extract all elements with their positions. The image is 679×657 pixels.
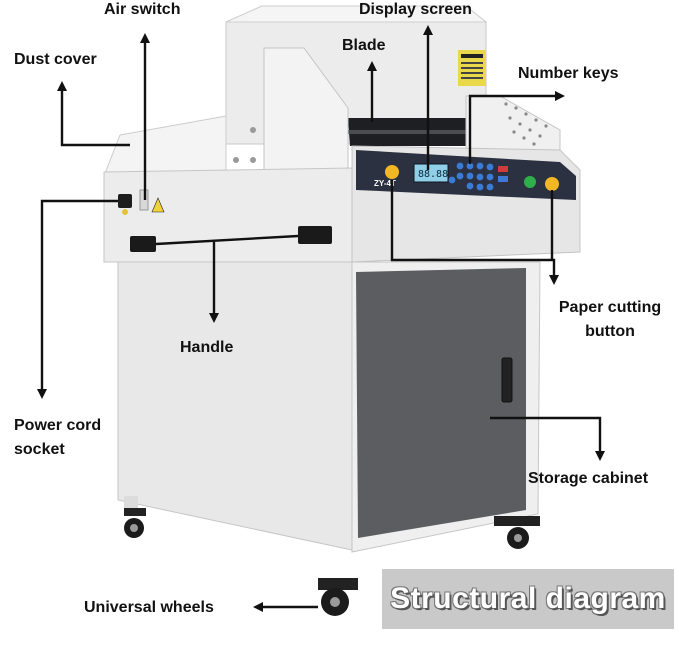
label-handle: Handle bbox=[180, 339, 234, 356]
display-screen bbox=[413, 163, 449, 183]
control-panel bbox=[356, 150, 576, 200]
cabinet-side bbox=[117, 261, 353, 551]
label-blade: Blade bbox=[342, 37, 386, 54]
paper-cutting-button bbox=[545, 177, 559, 191]
power-cord-arrow bbox=[37, 199, 118, 399]
handle-right bbox=[298, 226, 332, 244]
handle-line bbox=[155, 234, 299, 246]
banner-title: Structural diagram bbox=[390, 582, 666, 615]
display-digits: 88.88 bbox=[418, 169, 448, 180]
storage-cabinet-door bbox=[356, 268, 526, 538]
side-guard bbox=[263, 47, 349, 185]
label-air-switch: Air switch bbox=[104, 1, 181, 18]
knob-left bbox=[385, 165, 399, 179]
handle-left bbox=[130, 236, 156, 252]
green-button bbox=[524, 176, 536, 188]
panel-brand: ZY-4T bbox=[374, 179, 396, 188]
label-power-cord-socket: Power cord socket bbox=[14, 416, 101, 460]
label-power-cord-line2: socket bbox=[14, 441, 65, 458]
dust-cover-arrow bbox=[57, 81, 130, 147]
label-universal-wheels: Universal wheels bbox=[84, 599, 214, 616]
label-paper-cutting-line1: Paper cutting bbox=[558, 299, 662, 316]
label-paper-cutting-line2: button bbox=[585, 323, 635, 340]
label-dust-cover: Dust cover bbox=[14, 51, 97, 68]
label-number-keys: Number keys bbox=[518, 65, 619, 82]
power-cord-socket bbox=[118, 194, 132, 208]
wheel-left bbox=[124, 508, 146, 538]
label-power-cord-line1: Power cord bbox=[14, 417, 102, 434]
label-paper-cutting-button: Paper cutting button bbox=[546, 298, 674, 342]
door-handle bbox=[501, 357, 513, 403]
wheel-right bbox=[494, 516, 540, 549]
storage-cabinet-arrow bbox=[490, 416, 605, 461]
label-display-screen: Display screen bbox=[359, 1, 472, 18]
wheel-front bbox=[318, 578, 358, 616]
number-keys-arrow bbox=[468, 91, 565, 164]
title-banner: Structural diagram bbox=[382, 569, 674, 629]
paper-cutting-arrow-left bbox=[390, 180, 559, 285]
number-keys bbox=[448, 162, 508, 191]
label-storage-cabinet: Storage cabinet bbox=[528, 470, 649, 487]
